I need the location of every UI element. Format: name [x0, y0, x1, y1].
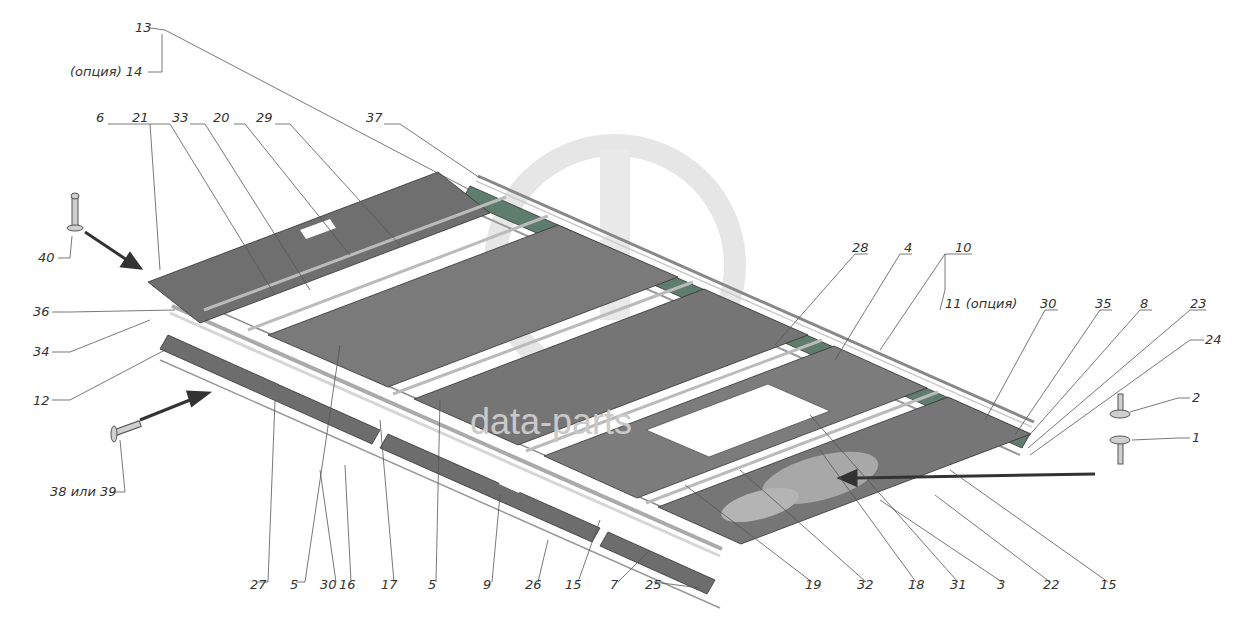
- callout-number: 15: [565, 577, 582, 593]
- callout-number: 5: [428, 577, 436, 593]
- callout-number: 2: [1192, 390, 1200, 406]
- callout-number: 32: [857, 577, 874, 593]
- callout-number: 29: [256, 110, 273, 126]
- callout-number: 8: [1140, 296, 1148, 312]
- callout-number: 9: [483, 577, 491, 593]
- callout-number: 11 (опция): [945, 296, 1017, 312]
- callout-number: 16: [339, 577, 356, 593]
- callout-number: 7: [610, 577, 618, 593]
- callout-number: 30: [1040, 296, 1057, 312]
- callout-number: 37: [366, 110, 383, 126]
- watermark: data-parts: [470, 414, 632, 430]
- callout-number: 35: [1095, 296, 1112, 312]
- callout-number: 12: [33, 393, 50, 409]
- callout-number: 17: [381, 577, 398, 593]
- callout-number: 18: [908, 577, 925, 593]
- callout-number: 23: [1190, 296, 1207, 312]
- callout-number: 33: [172, 110, 189, 126]
- callout-number: (опция) 14: [70, 64, 142, 80]
- callout-number: 26: [525, 577, 542, 593]
- callout-number: 13: [135, 20, 152, 36]
- callout-number: 40: [38, 250, 55, 266]
- callout-number: 25: [645, 577, 662, 593]
- callout-number: 28: [852, 240, 869, 256]
- callout-number: 19: [805, 577, 822, 593]
- callout-number: 20: [213, 110, 230, 126]
- callout-number: 15: [1100, 577, 1117, 593]
- callout-number: 36: [33, 304, 50, 320]
- callout-number: 31: [950, 577, 967, 593]
- callout-number: 6: [96, 110, 104, 126]
- callout-number: 27: [250, 577, 267, 593]
- callout-number: 22: [1043, 577, 1060, 593]
- callout-number: 10: [955, 240, 972, 256]
- callout-number: 38 или 39: [50, 484, 117, 500]
- callout-number: 34: [33, 344, 50, 360]
- callout-number: 1: [1192, 430, 1200, 446]
- callout-number: 3: [997, 577, 1005, 593]
- callout-number: 5: [290, 577, 298, 593]
- callout-number: 30: [320, 577, 337, 593]
- callout-number: 4: [904, 240, 912, 256]
- callout-number: 21: [132, 110, 149, 126]
- callout-number: 24: [1205, 332, 1222, 348]
